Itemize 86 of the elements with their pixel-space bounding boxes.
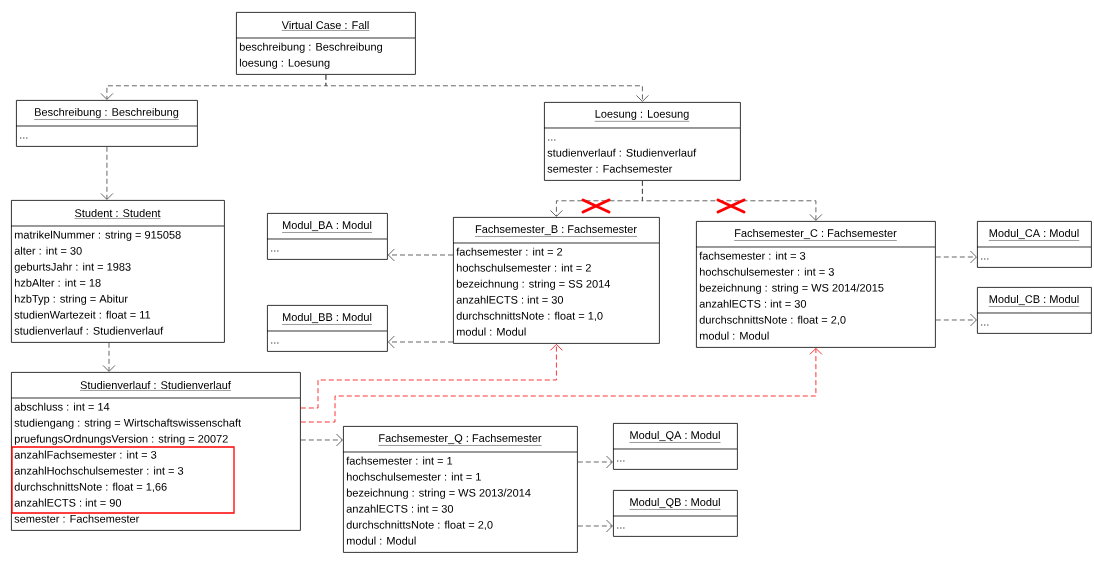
arrow <box>300 433 343 447</box>
attribute-text: ... <box>981 258 989 260</box>
object-name: Modul_QA : Modul <box>629 430 721 443</box>
object-box <box>543 102 741 181</box>
object-name: Studienverlauf : Studienverlauf <box>79 380 232 391</box>
attribute-text: studienverlauf : Studienverlauf <box>14 326 164 335</box>
attribute-text: loesung : Loesung <box>239 58 330 69</box>
attribute-text: ... <box>548 139 556 141</box>
attribute-text: modul : Modul <box>456 327 526 336</box>
attribute-text: fachsemester : int = 3 <box>699 251 806 260</box>
attribute-text: anzahlECTS : int = 30 <box>456 295 564 304</box>
arrow <box>102 342 116 372</box>
attribute-text: hochschulsemester : int = 1 <box>346 472 481 481</box>
object-name: Fachsemester_C : Fachsemester <box>734 228 897 241</box>
arrow <box>387 248 454 262</box>
attribute-text: geburtsJahr : int = 1983 <box>14 262 131 273</box>
attribute-text: modul : Modul <box>699 331 769 340</box>
attribute-text: pruefungsOrdnungsVersion : string = 20072 <box>14 434 228 445</box>
object-name: Virtual Case : Fall <box>281 20 370 31</box>
arrow <box>935 250 977 264</box>
arrow <box>577 455 613 469</box>
object-box <box>15 100 198 147</box>
arrow <box>300 343 563 409</box>
attribute-text: hzbTyp : string = Abitur <box>14 294 128 305</box>
attribute-text: ... <box>981 324 989 326</box>
attribute-text: abschluss : int = 14 <box>14 402 110 411</box>
attribute-text: beschreibung : Beschreibung <box>239 42 382 53</box>
object-name: Student : Student <box>74 208 161 219</box>
object-name: Modul_CB : Modul <box>988 294 1080 307</box>
attribute-text: studienverlauf : Studienverlauf <box>547 148 697 157</box>
object-box <box>976 221 1092 268</box>
attribute-text: anzahlECTS : int = 90 <box>14 498 122 507</box>
attribute-text: studienWartezeit : float = 11 <box>14 310 151 319</box>
attribute-text: hochschulsemester : int = 2 <box>456 263 591 272</box>
attribute-text: anzahlFachsemester : int = 3 <box>14 450 157 459</box>
object-box <box>452 217 660 344</box>
arrow <box>100 146 114 200</box>
attribute-text: bezeichnung : string = WS 2013/2014 <box>346 488 531 499</box>
object-name: Modul_CA : Modul <box>988 228 1080 241</box>
attribute-text: ... <box>20 137 28 139</box>
attribute-text: semester : Fachsemester <box>14 514 140 523</box>
object-box <box>10 200 225 343</box>
attribute-text: semester : Fachsemester <box>547 164 673 173</box>
attribute-text: ... <box>271 250 279 252</box>
object-name: Modul_BB : Modul <box>281 312 373 325</box>
arrow <box>300 347 823 423</box>
attribute-text: durchschnittsNote : float = 1,66 <box>14 482 167 492</box>
attribute-text: matrikelNummer : string = 915058 <box>14 230 181 241</box>
object-name: Fachsemester_B : Fachsemester <box>474 224 638 237</box>
attribute-text: bezeichnung : string = SS 2014 <box>456 279 611 290</box>
object-box <box>976 287 1092 334</box>
object-box <box>695 221 936 348</box>
attribute-text: fachsemester : int = 1 <box>346 456 453 465</box>
object-name: Fachsemester_Q : Fachsemester <box>378 433 542 446</box>
attribute-text: durchschnittsNote : float = 1,0 <box>456 311 603 321</box>
attribute-text: ... <box>617 527 625 529</box>
object-name: Loesung : Loesung <box>594 110 690 122</box>
attribute-text: durchschnittsNote : float = 2,0 <box>699 315 846 325</box>
object-box <box>266 305 388 352</box>
attribute-text: alter : int = 30 <box>14 246 82 255</box>
attribute-text: bezeichnung : string = WS 2014/2015 <box>699 283 884 294</box>
attribute-text: hochschulsemester : int = 3 <box>699 267 834 276</box>
attribute-text: anzahlECTS : int = 30 <box>346 504 454 513</box>
attribute-text: ... <box>617 460 625 462</box>
arrow <box>387 335 454 349</box>
attribute-text: ... <box>271 342 279 344</box>
arrow <box>325 74 649 102</box>
object-box <box>266 213 388 260</box>
object-box <box>235 12 416 75</box>
attribute-text: studiengang : string = Wirtschaftswissenschaft <box>14 418 241 429</box>
object-name: Beschreibung : Beschreibung <box>33 107 180 120</box>
attribute-text: anzahlECTS : int = 30 <box>699 299 807 308</box>
object-box <box>10 372 301 531</box>
attribute-text: fachsemester : int = 2 <box>456 247 563 256</box>
attribute-text: anzahlHochschulsemester : int = 3 <box>14 466 184 475</box>
object-name: Modul_BA : Modul <box>281 220 373 233</box>
object-box <box>612 423 738 470</box>
attribute-text: durchschnittsNote : float = 2,0 <box>346 520 493 530</box>
arrow <box>577 519 613 533</box>
object-box <box>342 426 578 553</box>
object-box <box>612 490 738 537</box>
attribute-text: hzbAlter : int = 18 <box>14 278 101 287</box>
arrow <box>935 313 977 327</box>
arrow <box>642 180 823 221</box>
attribute-text: modul : Modul <box>346 536 416 545</box>
object-name: Modul_QB : Modul <box>629 497 721 510</box>
